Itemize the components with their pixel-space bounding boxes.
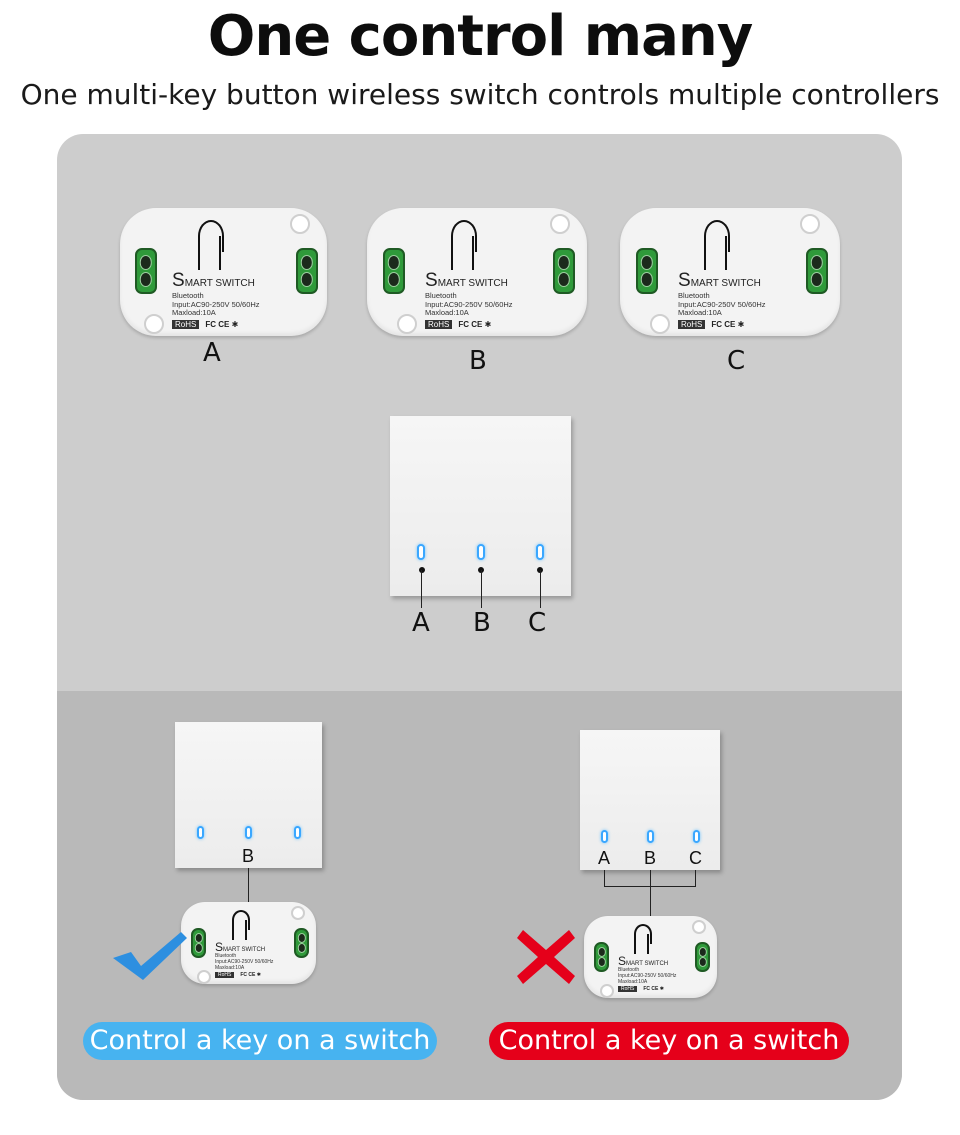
led-indicator bbox=[245, 826, 252, 839]
example-correct-key-label: B bbox=[242, 846, 255, 866]
antenna-loop bbox=[634, 924, 652, 944]
brand-label: SMART SWITCH bbox=[425, 270, 508, 291]
spec-text: Bluetooth Input:AC90-250V 50/60Hz Maxloa… bbox=[678, 291, 766, 318]
terminal-block bbox=[553, 248, 575, 294]
pointer-dot bbox=[419, 567, 425, 573]
brand-label: SMART SWITCH bbox=[172, 270, 255, 291]
brand-label: SMART SWITCH bbox=[678, 270, 761, 291]
connection-line bbox=[604, 870, 605, 886]
example-wrong-module: SMART SWITCH Bluetooth Input:AC90-250V 5… bbox=[584, 916, 717, 998]
smart-switch-module-a: SMART SWITCH Bluetooth Input:AC90-250V 5… bbox=[120, 208, 327, 336]
mounting-hole bbox=[692, 920, 706, 934]
module-label-a: A bbox=[203, 338, 221, 368]
mounting-hole bbox=[800, 214, 820, 234]
led-indicator bbox=[601, 830, 608, 843]
terminal-block bbox=[695, 942, 710, 972]
mounting-hole bbox=[291, 906, 305, 920]
mounting-hole bbox=[144, 314, 164, 334]
mounting-hole bbox=[600, 984, 614, 998]
terminal-block bbox=[191, 928, 206, 958]
three-key-wall-switch bbox=[390, 416, 571, 596]
terminal-block bbox=[383, 248, 405, 294]
example-correct-module: SMART SWITCH Bluetooth Input:AC90-250V 5… bbox=[181, 902, 316, 984]
brand-label: SMART SWITCH bbox=[215, 940, 266, 954]
spec-text: Bluetooth Input:AC90-250V 50/60Hz Maxloa… bbox=[172, 291, 260, 318]
led-indicator bbox=[647, 830, 654, 843]
example-wrong-caption: Control a key on a switch bbox=[489, 1022, 849, 1060]
connection-line bbox=[248, 868, 249, 902]
brand-label: SMART SWITCH bbox=[618, 954, 669, 968]
mounting-hole bbox=[397, 314, 417, 334]
connection-line bbox=[650, 870, 651, 916]
smart-switch-module-b: SMART SWITCH Bluetooth Input:AC90-250V 5… bbox=[367, 208, 587, 336]
spec-text: Bluetooth Input:AC90-250V 50/60Hz Maxloa… bbox=[618, 967, 677, 985]
mounting-hole bbox=[290, 214, 310, 234]
key-label-b: B bbox=[473, 608, 491, 638]
illustration-panel: SMART SWITCH Bluetooth Input:AC90-250V 5… bbox=[57, 134, 902, 1100]
page-title: One control many bbox=[207, 4, 754, 69]
led-indicator bbox=[693, 830, 700, 843]
terminal-block bbox=[294, 928, 309, 958]
spec-text: Bluetooth Input:AC90-250V 50/60Hz Maxloa… bbox=[425, 291, 513, 318]
connection-bar bbox=[604, 886, 696, 887]
led-indicator bbox=[197, 826, 204, 839]
switch-key-a bbox=[390, 416, 452, 596]
terminal-block bbox=[636, 248, 658, 294]
example-correct-caption: Control a key on a switch bbox=[83, 1022, 437, 1060]
terminal-block bbox=[806, 248, 828, 294]
mounting-hole bbox=[650, 314, 670, 334]
pointer-line bbox=[540, 570, 541, 608]
cross-icon bbox=[517, 930, 575, 984]
mounting-hole bbox=[197, 970, 211, 984]
pointer-line bbox=[421, 570, 422, 608]
terminal-block bbox=[594, 942, 609, 972]
key-label-a: A bbox=[412, 608, 430, 638]
terminal-block bbox=[296, 248, 318, 294]
switch-key-b bbox=[451, 416, 511, 596]
pointer-line bbox=[481, 570, 482, 608]
page-subtitle: One multi-key button wireless switch con… bbox=[20, 78, 940, 111]
led-indicator bbox=[477, 544, 485, 560]
spec-text: Bluetooth Input:AC90-250V 50/60Hz Maxloa… bbox=[215, 953, 274, 971]
module-label-c: C bbox=[727, 346, 746, 376]
mounting-hole bbox=[550, 214, 570, 234]
connection-line bbox=[695, 870, 696, 886]
led-indicator bbox=[536, 544, 544, 560]
example-wrong-key-label-b: B bbox=[644, 848, 657, 868]
led-indicator bbox=[294, 826, 301, 839]
example-wrong-key-label-c: C bbox=[689, 848, 702, 868]
key-label-c: C bbox=[528, 608, 547, 638]
led-indicator bbox=[417, 544, 425, 560]
example-wrong-key-label-a: A bbox=[598, 848, 611, 868]
terminal-block bbox=[135, 248, 157, 294]
smart-switch-module-c: SMART SWITCH Bluetooth Input:AC90-250V 5… bbox=[620, 208, 840, 336]
switch-key-c bbox=[510, 416, 571, 596]
example-wrong-wall-switch bbox=[580, 730, 720, 870]
checkmark-icon bbox=[113, 932, 187, 980]
antenna-loop bbox=[232, 910, 250, 930]
example-correct-wall-switch bbox=[175, 722, 322, 868]
module-label-b: B bbox=[469, 346, 487, 376]
